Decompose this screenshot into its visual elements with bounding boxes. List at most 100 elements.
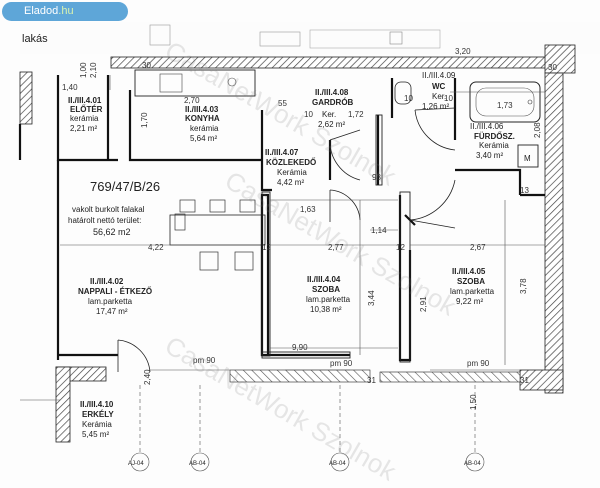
- room-area: 1,26 m²: [422, 102, 449, 111]
- room-id: II./III.4.04: [307, 275, 341, 284]
- dim-label: 2,08: [533, 122, 542, 138]
- dim-label: pm 90: [330, 359, 353, 368]
- dim-label: 30: [548, 63, 557, 72]
- dim-label: 1,70: [140, 112, 149, 128]
- room-area: 10,38 m²: [310, 305, 342, 314]
- bath-mark: M: [524, 154, 531, 163]
- partition-lines: [261, 114, 411, 363]
- room-floor: lam.parketta: [88, 297, 133, 306]
- dim-label: 31: [367, 376, 376, 385]
- dim-label: 30: [142, 61, 151, 70]
- dim-label: 9,90: [292, 343, 308, 352]
- room-eloter: II./III.4.01 ELŐTÉR kerámia 2,21 m²: [68, 96, 103, 133]
- room-szoba1: II./III.4.04 SZOBA lam.parketta 10,38 m²: [306, 275, 351, 314]
- room-area: 2,62 m²: [318, 120, 345, 129]
- door-swings: [117, 107, 456, 373]
- outer-walls: [19, 44, 576, 443]
- room-gardrob: II./III.4.08 GARDRÓB Ker. 2,62 m²: [312, 88, 354, 129]
- room-area: 5,45 m²: [82, 430, 109, 439]
- room-id: II./III.4.02: [90, 277, 124, 286]
- dim-label: 2,67: [470, 243, 486, 252]
- room-id: II./III.4.10: [80, 400, 114, 409]
- room-area: 5,64 m²: [190, 134, 217, 143]
- dim-label: 1,00: [79, 62, 88, 78]
- dim-label: 1,73: [497, 101, 513, 110]
- dim-label: 2,77: [328, 243, 344, 252]
- room-kozlekedo: II./III.4.07 KÖZLEKEDŐ Kerámia 4,42 m²: [265, 148, 316, 187]
- dim-label: 98: [372, 173, 381, 182]
- room-name: WC: [432, 82, 446, 91]
- room-area: 4,42 m²: [277, 178, 304, 187]
- bathtub: [469, 81, 541, 168]
- dim-label: 31: [520, 376, 529, 385]
- room-floor: Kerámia: [82, 420, 112, 429]
- axis-label: AB-04: [329, 461, 346, 467]
- axis-lines: [130, 385, 485, 472]
- plan-note-line2: határolt nettó terület:: [68, 216, 141, 225]
- dim-label: 10: [444, 94, 453, 103]
- dim-label: 2,91: [419, 296, 428, 312]
- room-name: KÖZLEKEDŐ: [266, 158, 316, 167]
- dim-label: 12: [396, 243, 405, 252]
- room-floor: lam.parketta: [306, 295, 351, 304]
- dim-label: 3,20: [455, 47, 471, 56]
- dim-label: 2,70: [184, 96, 200, 105]
- room-floor: lam.parketta: [450, 287, 495, 296]
- site-badge-suffix: .hu: [58, 5, 74, 17]
- room-floor: Kerámia: [277, 168, 307, 177]
- axis-label: AB-04: [189, 461, 206, 467]
- dim-label: 55: [278, 99, 287, 108]
- header-text: lakás: [22, 33, 48, 45]
- room-id: II./III.4.06: [470, 122, 504, 131]
- room-area: 2,21 m²: [70, 124, 97, 133]
- room-floor: kerámia: [70, 114, 99, 123]
- room-id: II./III.4.08: [315, 88, 349, 97]
- plan-note-line1: vakolt burkolt falakal: [72, 205, 145, 214]
- room-name: FÜRDŐSZ.: [474, 132, 515, 141]
- room-name: ELŐTÉR: [70, 105, 103, 114]
- room-id: II./III.4.05: [452, 267, 486, 276]
- axis-labels: AJ-04 AB-04 AB-04 AB-04: [128, 461, 481, 467]
- dim-label: 10: [404, 94, 413, 103]
- dim-label: 2,10: [89, 62, 98, 78]
- room-szoba2: II./III.4.05 SZOBA lam.parketta 9,22 m²: [450, 267, 495, 306]
- room-area: 17,47 m²: [96, 307, 128, 316]
- dim-label: 1,63: [300, 205, 316, 214]
- dim-label: 1,72: [348, 110, 364, 119]
- site-badge[interactable]: Eladod.hu: [2, 2, 128, 21]
- room-name: GARDRÓB: [312, 98, 354, 107]
- dim-label: 1,50: [469, 394, 478, 410]
- dim-label: pm 90: [467, 359, 490, 368]
- room-name: ERKÉLY: [82, 410, 114, 419]
- room-wc: II./III.4.09 WC Ker. 1,26 m²: [422, 71, 456, 111]
- dim-label: pm 90: [193, 356, 216, 365]
- room-id: II./III.4.03: [185, 105, 219, 114]
- room-name: NAPPALI - ÉTKEZŐ: [78, 287, 152, 296]
- dim-label: 1,14: [371, 226, 387, 235]
- dim-label: 13: [520, 186, 529, 195]
- plan-code: 769/47/B/26: [90, 179, 160, 194]
- dim-label: 3,44: [367, 290, 376, 306]
- room-konyha: II./III.4.03 KONYHA kerámia 5,64 m²: [185, 105, 220, 143]
- dim-label: 4,22: [148, 243, 164, 252]
- dim-label: 3,78: [519, 278, 528, 294]
- dim-label: 1,40: [62, 83, 78, 92]
- room-id: II./III.4.01: [68, 96, 102, 105]
- kitchen-counter: [134, 69, 256, 97]
- toilet: [394, 81, 412, 105]
- room-name: SZOBA: [457, 277, 485, 286]
- room-area: 3,40 m²: [476, 151, 503, 160]
- dim-label: 2,40: [143, 369, 152, 385]
- dimension-labels: 1,40 2,70 55 10 1,72 10 10 1,73 3,20 1,6…: [62, 47, 557, 385]
- plan-net-area: 56,62 m2: [93, 227, 131, 237]
- room-id: II./III.4.09: [422, 71, 456, 80]
- dining-table: [169, 199, 266, 271]
- vertical-dimension-labels: 1,70 2,08 3,44 3,78 2,91 1,00 2,10 2,40 …: [79, 62, 542, 410]
- room-erkely: II./III.4.10 ERKÉLY Kerámia 5,45 m²: [80, 400, 114, 439]
- dim-label: 12: [262, 243, 271, 252]
- room-floor: kerámia: [190, 124, 219, 133]
- dimension-lines: [20, 75, 545, 401]
- room-floor: Kerámia: [479, 141, 509, 150]
